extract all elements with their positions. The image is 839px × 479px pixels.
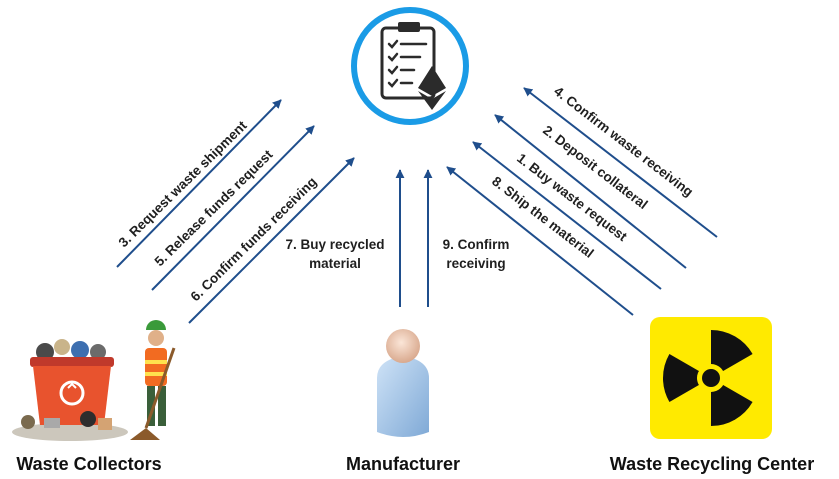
step-7-label-line1: 7. Buy recycled (285, 237, 384, 252)
step-7-label-line2: material (309, 256, 361, 271)
recycle-bin-icon (12, 339, 128, 441)
worker-icon (130, 320, 176, 440)
step-9-label-line2: receiving (446, 256, 505, 271)
person-icon (377, 329, 429, 437)
waste-collectors-label: Waste Collectors (16, 454, 161, 474)
step-9-label-line1: 9. Confirm (443, 237, 510, 252)
manufacturer-label: Manufacturer (346, 454, 460, 474)
radiation-hazard-icon (650, 317, 772, 439)
step-2-label: 2. Deposit collateral (540, 122, 650, 212)
arrows-collectors (116, 99, 355, 324)
arrows-recycling-center (446, 87, 718, 316)
waste-recycling-center-label: Waste Recycling Center (610, 454, 814, 474)
smart-contract-clipboard-icon (351, 7, 469, 125)
arrows-manufacturer (395, 169, 433, 307)
step-5-label: 5. Release funds request (152, 147, 276, 270)
